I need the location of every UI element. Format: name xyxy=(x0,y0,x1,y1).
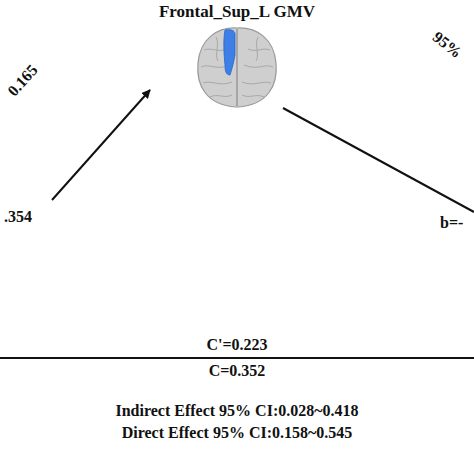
indirect-effect-ci: Indirect Effect 95% CI:0.028~0.418 xyxy=(0,402,474,420)
path-coefficient: 95% xyxy=(429,28,465,62)
region-heading: Frontal_Sup_L GMV xyxy=(117,2,357,22)
path-b-line xyxy=(283,108,474,212)
path-coefficient: b=- xyxy=(440,214,463,232)
direct-effect: C'=0.223 xyxy=(0,336,474,354)
path-coefficient: 0.165 xyxy=(4,61,41,100)
path-c-line xyxy=(0,357,474,359)
direct-effect-ci: Direct Effect 95% CI:0.158~0.545 xyxy=(0,424,474,442)
brain-illustration xyxy=(192,25,282,109)
brain-region-node: Frontal_Sup_L GMV xyxy=(117,2,357,109)
total-effect: C=0.352 xyxy=(0,362,474,380)
path-a-arrow xyxy=(52,90,150,200)
path-coefficient: .354 xyxy=(4,208,32,226)
